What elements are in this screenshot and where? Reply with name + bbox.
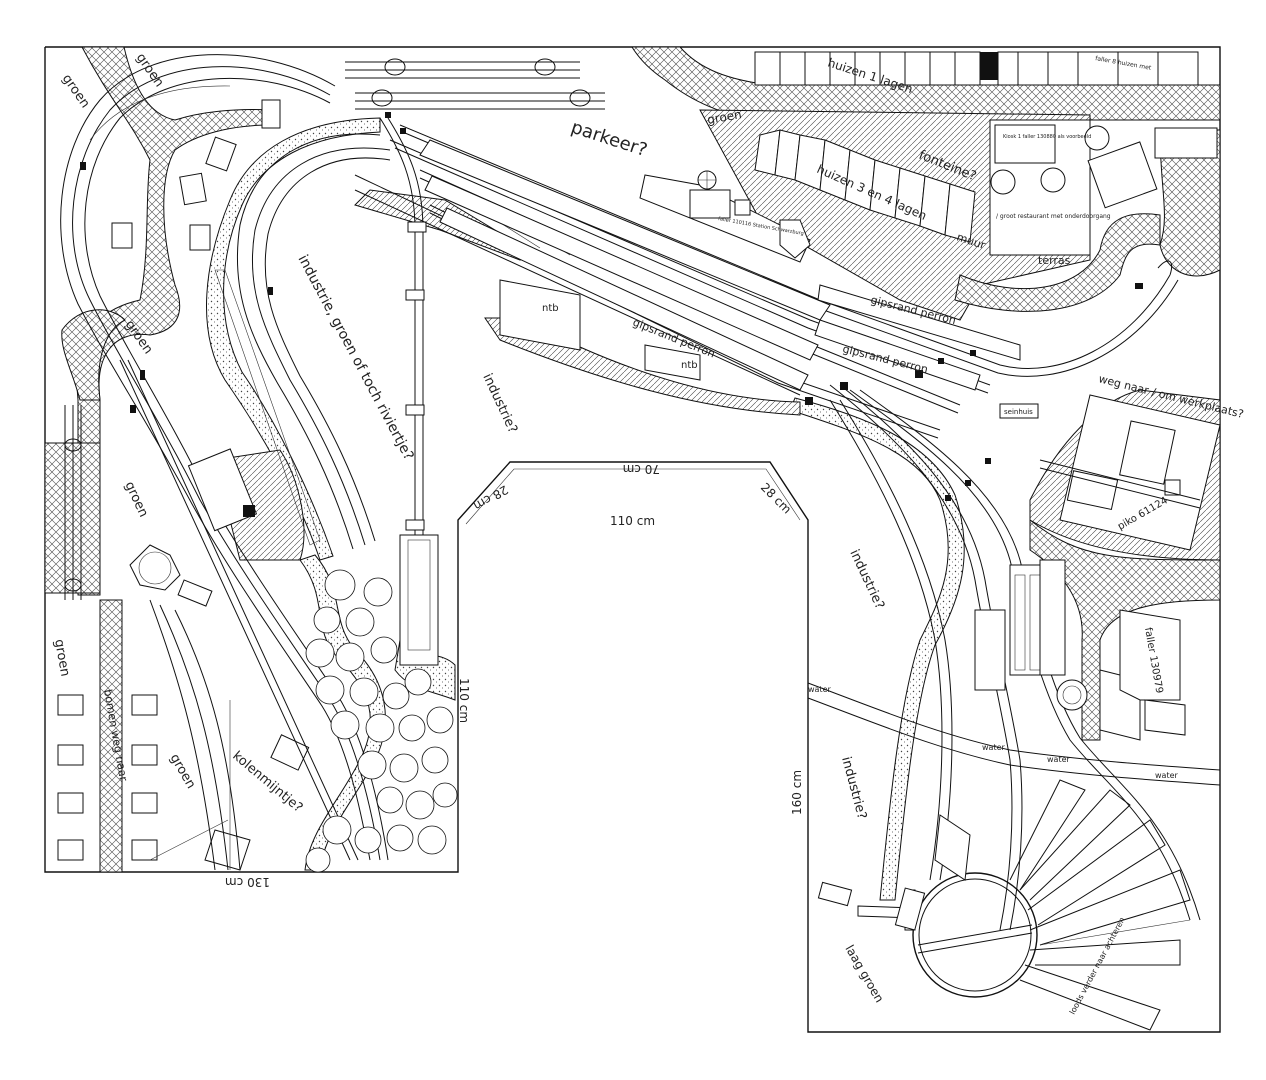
label-water-1: water <box>808 685 832 694</box>
label-industrie-groen: industrie, groen of toch riviertje? <box>294 252 416 463</box>
dim-130: 130 cm <box>225 875 270 889</box>
label-ntb-2: ntb <box>681 360 698 371</box>
water-channel <box>807 682 1221 786</box>
track-vertical-spur <box>379 117 439 666</box>
sidings-top <box>345 58 605 110</box>
road-left <box>44 442 123 873</box>
track-left-yard <box>64 359 359 871</box>
label-ntb-1: ntb <box>542 303 559 314</box>
label-groen-tl1: groen <box>59 72 93 111</box>
label-seinhuis: seinhuis <box>1004 408 1033 416</box>
label-terras: terras <box>1038 254 1071 267</box>
track-right-descent <box>829 384 1201 931</box>
label-groen-tl2: groen <box>133 51 167 90</box>
label-water-3: water <box>1047 755 1071 764</box>
werkplaats <box>1039 394 1221 741</box>
houses-mid-row <box>754 119 1218 256</box>
buildings-left <box>57 99 310 871</box>
road-right <box>1029 518 1221 741</box>
label-parkeer: parkeer? <box>568 117 649 161</box>
dim-110-right: 110 cm <box>457 678 471 723</box>
label-groen-top: groen <box>706 107 743 127</box>
dim-110-top: 110 cm <box>610 514 655 528</box>
signals <box>80 112 1143 501</box>
dim-160: 160 cm <box>790 770 804 815</box>
houses-top-row <box>754 51 1199 86</box>
label-water-4: water <box>1155 771 1179 780</box>
track-outer-left <box>60 54 389 861</box>
track-inner-loop <box>214 133 391 550</box>
dim-70: 70 cm <box>623 462 660 476</box>
label-industrie-2: industrie? <box>846 547 887 611</box>
label-groen-l2: groen <box>121 479 150 519</box>
label-loods: loods verder naar achteren <box>1068 916 1127 1016</box>
station-buildings <box>499 170 1039 419</box>
label-groen-bl1: groen <box>51 638 72 678</box>
label-industrie-3: industrie? <box>838 755 869 821</box>
label-groot-restaurant: / groot restaurant met onderdoorgang <box>996 213 1111 220</box>
dim-28-r: 28 cm <box>758 480 794 516</box>
trees <box>305 569 458 873</box>
dim-28-l: 28 cm <box>471 482 510 513</box>
label-industrie-1: industrie? <box>479 371 520 435</box>
label-groen-bl2: groen <box>167 752 199 792</box>
label-kiosk: Kiosk 1 faller 130880 als voorbeeld <box>1003 134 1091 140</box>
platforms <box>419 139 1021 391</box>
label-water-2: water <box>982 743 1006 752</box>
label-laag-groen: laag groen <box>842 943 886 1006</box>
turntable <box>817 779 1191 1031</box>
